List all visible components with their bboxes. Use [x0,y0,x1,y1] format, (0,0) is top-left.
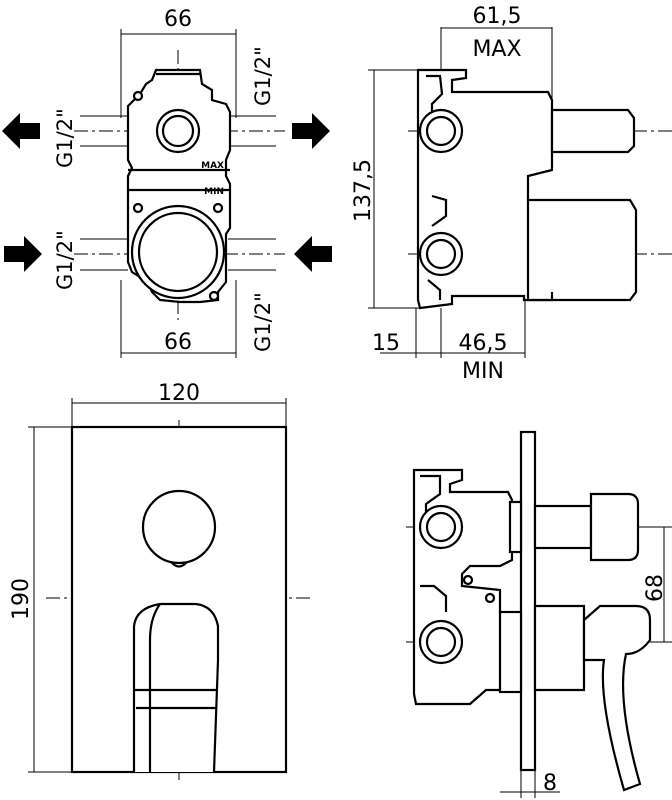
side-dim-bottom-left: 15 [372,331,400,356]
diverter-knob [141,489,217,565]
side-dim-height: 137,5 [351,159,376,222]
thread-right-top: G1/2" [251,46,275,106]
side-dim-top: 61,5 [473,4,522,29]
side-view: 61,5 MAX 137,5 15 46,5 MIN [351,4,672,384]
top-view-dim-bottom: 66 [164,330,192,355]
arrow-right-icon [292,113,330,149]
thread-left-bottom: G1/2" [53,230,77,290]
front-dim-width: 120 [158,381,200,406]
top-view-dim-top: 66 [164,7,192,32]
thread-left-top: G1/2" [53,108,77,168]
arrow-right-icon [4,236,42,272]
installed-plate [519,430,537,772]
side-dim-bottom-right: 46,5 [459,331,508,356]
mark-min: MIN [204,187,224,197]
front-dim-height: 190 [9,578,34,620]
installed-knob [533,504,593,550]
installed-dim-plate: 8 [543,771,557,796]
top-view: 66 66 MAX MIN G1/2" [2,7,332,358]
installed-lever [582,604,652,792]
arrow-left-icon [2,113,40,149]
mark-max: MAX [201,161,224,171]
arrow-left-icon [294,236,332,272]
installed-dim-spacing: 68 [643,574,668,602]
thread-right-bottom: G1/2" [251,292,275,352]
lever-handle [132,602,220,773]
side-label-min: MIN [462,359,504,384]
front-view: 120 190 [9,381,310,780]
side-label-max: MAX [472,37,521,62]
installed-view: 68 8 [406,430,672,798]
